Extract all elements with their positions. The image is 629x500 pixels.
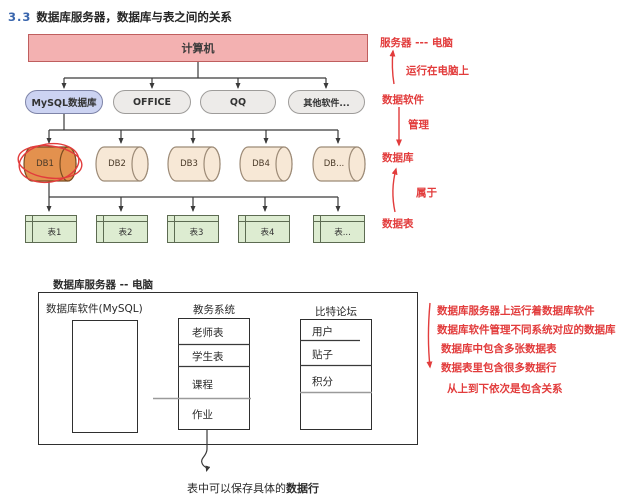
table-column-line [245,216,246,242]
annotation-runs-on-pc: 运行在电脑上 [406,65,469,77]
software-label: 其他软件... [303,98,350,109]
table-icon-4: 表4 [238,215,290,243]
caption-prefix: 表中可以保存具体的 [187,482,286,495]
tree-connectors-level2 [46,114,341,144]
database-label: DB4 [252,159,270,169]
cylinder-icon [167,146,221,182]
jiaowu-row-homework: 作业 [192,409,213,421]
software-node-office: OFFICE [113,90,191,114]
cylinder-icon [95,146,149,182]
bitei-row-points: 积分 [312,376,333,388]
page-title: 3.3 数据库服务器，数据库与表之间的关系 [8,9,232,25]
table-header-line [239,221,289,222]
jiaowu-row-course: 课程 [192,379,213,391]
server-container-label: 数据库服务器 -- 电脑 [53,279,154,291]
section-number: 3.3 [8,10,32,24]
software-node-other: 其他软件... [288,90,365,114]
tree-connectors-level3 [46,182,341,212]
mysql-software-box [72,320,138,433]
computer-root-box: 计算机 [28,34,368,62]
database-label: DB... [323,159,345,169]
table-label: 表... [334,227,351,238]
database-cylinder-db1: DB1 [22,146,78,182]
jiaowu-system-title: 教务系统 [193,304,235,316]
annotation-manage: 管理 [408,119,429,131]
jiaowu-row-teacher: 老师表 [192,327,224,339]
database-label: DB3 [180,159,198,169]
tree-connectors-level1 [61,62,329,89]
software-node-qq: QQ [200,90,276,114]
note-item-1: 数据库服务器上运行着数据库软件 [437,305,595,317]
table-column-line [103,216,104,242]
database-label: DB1 [36,159,54,169]
computer-label: 计算机 [181,42,215,55]
title-text: 数据库服务器，数据库与表之间的关系 [36,10,232,24]
annotation-belongs-to: 属于 [416,187,437,199]
table-icon-2: 表2 [96,215,148,243]
software-node-mysql: MySQL数据库 [25,90,103,114]
database-cylinder-db3: DB3 [166,146,222,182]
table-icon-5: 表... [313,215,365,243]
annotation-data-software: 数据软件 [382,94,424,106]
table-column-line [32,216,33,242]
software-label: MySQL数据库 [31,98,97,109]
arrow-down-notes-icon [426,302,433,369]
cylinder-icon [239,146,293,182]
database-cylinder-db2: DB2 [94,146,150,182]
note-item-5: 从上到下依次是包含关系 [447,383,563,395]
note-item-3: 数据库中包含多张数据表 [441,343,557,355]
bitei-forum-title: 比特论坛 [315,306,357,318]
annotation-data-table: 数据表 [382,218,414,230]
jiaowu-system-box [178,318,250,430]
bitei-row-user: 用户 [312,326,333,338]
note-item-2: 数据库软件管理不同系统对应的数据库 [437,324,616,336]
table-column-line [174,216,175,242]
jiaowu-row-student: 学生表 [192,351,224,363]
table-column-line [320,216,321,242]
bitei-forum-box [300,319,372,430]
table-header-line [97,221,147,222]
cylinder-icon [312,146,366,182]
database-cylinder-dbn: DB... [311,146,367,182]
table-icon-3: 表3 [167,215,219,243]
table-label: 表3 [189,227,204,238]
database-cylinder-db4: DB4 [238,146,294,182]
table-header-line [314,221,364,222]
arrow-up-runs-on-pc-icon [389,49,396,85]
table-header-line [168,221,218,222]
table-label: 表2 [118,227,133,238]
software-label: OFFICE [132,96,172,108]
software-label: QQ [229,96,247,108]
annotation-server-pc: 服务器 --- 电脑 [380,37,453,49]
annotation-database: 数据库 [382,152,414,164]
bottom-caption: 表中可以保存具体的数据行 [187,480,319,496]
server-container-box [38,292,418,445]
table-label: 表4 [260,227,275,238]
caption-bold: 数据行 [286,482,319,495]
mysql-software-label: 数据库软件(MySQL) [46,303,143,315]
table-label: 表1 [47,227,62,238]
table-header-line [26,221,76,222]
database-label: DB2 [108,159,126,169]
bitei-row-post: 贴子 [312,349,333,361]
table-icon-1: 表1 [25,215,77,243]
arrow-up-belongs-icon [391,167,398,213]
note-item-4: 数据表里包含很多数据行 [441,362,557,374]
